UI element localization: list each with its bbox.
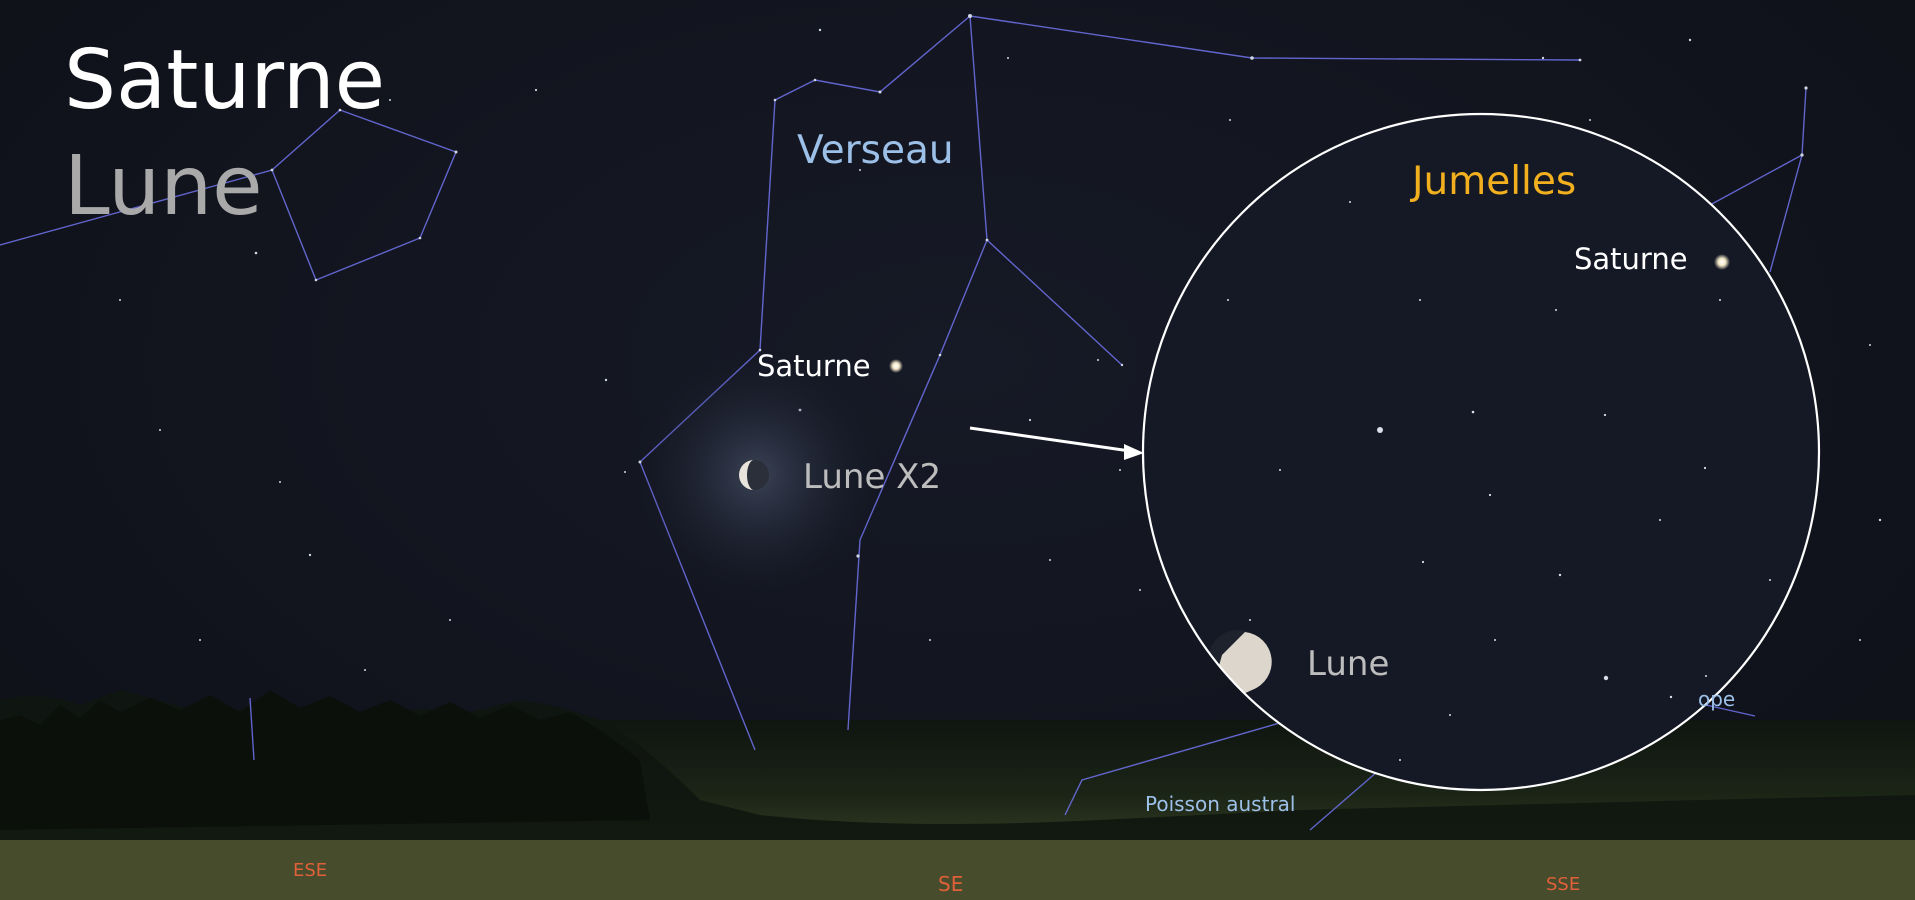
field [0, 840, 1915, 900]
treeline-left-dark [0, 690, 650, 830]
label-poisson-austral: Poisson austral [1145, 792, 1296, 816]
label-lune-binocular: Lune [1307, 644, 1390, 684]
cardinal-ese: ESE [293, 860, 328, 881]
label-verseau: Verseau [797, 128, 954, 173]
title-lune: Lune [64, 139, 263, 234]
label-lune-x2: Lune X2 [803, 457, 942, 497]
cardinal-se: SE [938, 872, 964, 896]
moon-main [739, 460, 769, 490]
title-saturne: Saturne [64, 33, 386, 128]
label-partial-constellation: ope [1698, 687, 1736, 711]
label-saturne-binocular: Saturne [1574, 242, 1688, 276]
saturn-binocular [1714, 254, 1730, 270]
binocular-view [1141, 112, 1821, 792]
cardinal-sse: SSE [1546, 874, 1581, 895]
saturn-main [889, 359, 903, 373]
label-jumelles: Jumelles [1412, 159, 1577, 204]
arrow [969, 426, 1144, 460]
label-saturne-main: Saturne [757, 349, 871, 383]
